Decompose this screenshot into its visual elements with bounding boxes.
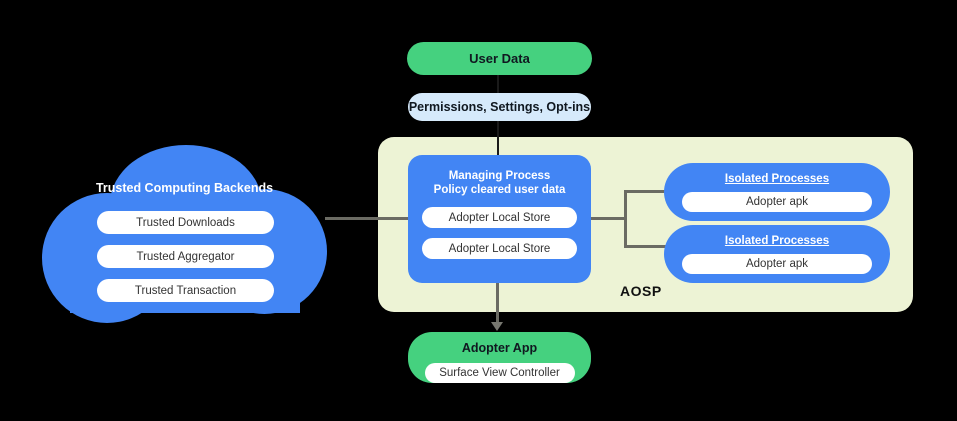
bracket-branch-bottom: [624, 245, 666, 248]
cloud-title: Trusted Computing Backends: [95, 181, 274, 195]
isolated-process-2[interactable]: Isolated Processes Adopter apk: [664, 225, 890, 283]
cloud-item-trusted-aggregator[interactable]: Trusted Aggregator: [97, 245, 274, 268]
connector-permissions-managing: [497, 121, 499, 155]
surface-view-controller-pill[interactable]: Surface View Controller: [424, 363, 575, 383]
aosp-label: AOSP: [620, 283, 662, 299]
isolated-process-1-title: Isolated Processes: [724, 172, 830, 185]
cloud-item-trusted-transaction[interactable]: Trusted Transaction: [97, 279, 274, 302]
adopter-app-title: Adopter App: [461, 341, 538, 355]
permissions-box[interactable]: Permissions, Settings, Opt-ins: [408, 93, 591, 121]
adopter-apk-1[interactable]: Adopter apk: [682, 191, 872, 212]
connector-managing-bracket: [591, 217, 627, 220]
bracket-branch-top: [624, 190, 666, 193]
bracket-vertical: [624, 190, 627, 248]
cloud-item-trusted-downloads[interactable]: Trusted Downloads: [97, 211, 274, 234]
permissions-title: Permissions, Settings, Opt-ins: [408, 100, 591, 114]
adopter-local-store-1[interactable]: Adopter Local Store: [422, 207, 577, 228]
adopter-local-store-2[interactable]: Adopter Local Store: [422, 238, 577, 259]
managing-process-line2: Policy cleared user data: [433, 184, 566, 196]
adopter-apk-2[interactable]: Adopter apk: [682, 253, 872, 274]
connector-managing-adopterapp: [496, 283, 499, 324]
adopter-app-box[interactable]: Adopter App Surface View Controller: [408, 332, 591, 383]
managing-process-title: Managing Process Policy cleared user dat…: [434, 169, 566, 197]
managing-process-line1: Managing Process: [448, 170, 551, 182]
connector-userdata-permissions: [497, 75, 499, 93]
trusted-computing-cloud[interactable]: Trusted Computing Backends Trusted Downl…: [42, 145, 327, 323]
user-data-title: User Data: [469, 51, 530, 66]
arrowhead-adopterapp: [491, 322, 503, 331]
managing-process-box[interactable]: Managing Process Policy cleared user dat…: [408, 155, 591, 283]
isolated-process-2-title: Isolated Processes: [724, 234, 830, 247]
user-data-box[interactable]: User Data: [407, 42, 592, 75]
isolated-process-1[interactable]: Isolated Processes Adopter apk: [664, 163, 890, 221]
connector-cloud-managing: [325, 217, 408, 220]
